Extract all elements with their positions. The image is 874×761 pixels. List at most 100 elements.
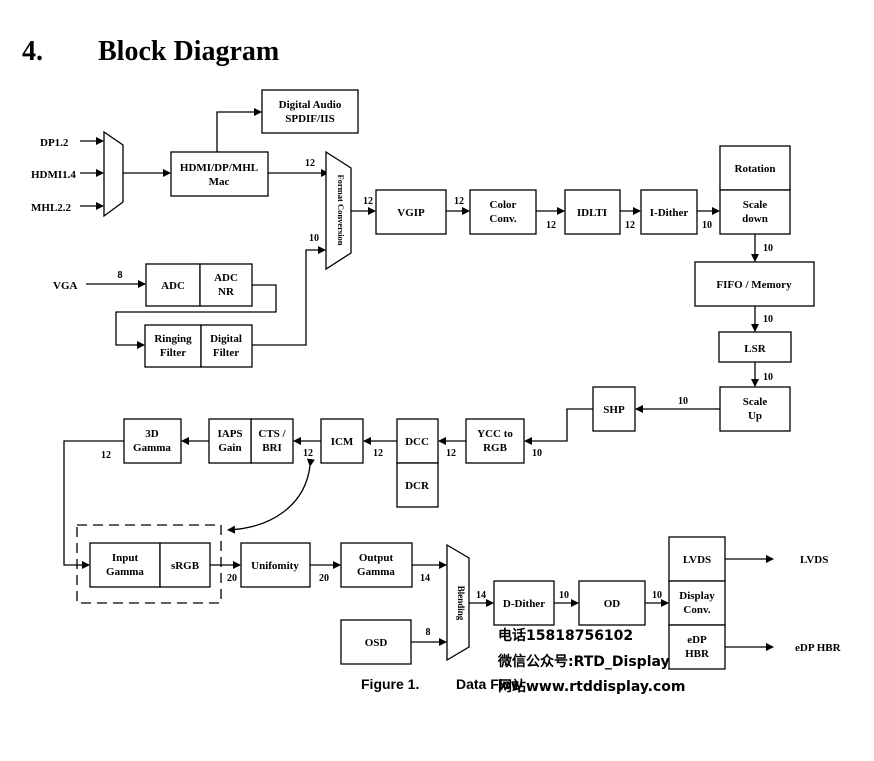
svg-text:Digital Audio: Digital Audio [279,99,342,111]
svg-text:10: 10 [763,243,773,254]
gamma-dashed-group [76,524,222,604]
svg-text:10: 10 [559,590,569,601]
rotation-block [719,145,791,191]
svg-text:BRI: BRI [262,442,282,454]
osd-block [340,619,412,665]
svg-text:Conv.: Conv. [489,213,516,225]
svg-text:HDMI/DP/MHL: HDMI/DP/MHL [180,162,258,174]
svg-text:Conv.: Conv. [683,604,710,616]
format-conversion-block [325,150,352,271]
input-dp-label: DP1.2 [40,137,69,149]
svg-text:Gamma: Gamma [357,566,395,578]
scale-down-block [719,189,791,235]
watermark-phone: 电话15818756102 [498,627,633,644]
watermark-site: 网站www.rtddisplay.com [498,678,686,695]
svg-text:eDP: eDP [687,634,707,646]
svg-text:10: 10 [652,590,662,601]
srgb-block [159,542,211,588]
svg-text:ADC: ADC [214,272,238,284]
svg-text:12: 12 [101,450,111,461]
input-hdmi-label: HDMI1.4 [31,169,76,181]
svg-text:ICM: ICM [331,436,354,448]
svg-text:10: 10 [309,233,319,244]
svg-text:8: 8 [426,627,431,638]
ringing-filter-block [144,324,202,368]
svg-text:IDLTI: IDLTI [577,207,607,219]
svg-text:20: 20 [227,573,237,584]
input-vga-label: VGA [53,280,78,292]
svg-text:SHP: SHP [603,404,625,416]
icm-block [320,418,364,464]
lvds-block [668,536,726,582]
svg-text:12: 12 [305,158,315,169]
svg-text:D-Dither: D-Dither [503,598,545,610]
page-title: Block Diagram [98,36,279,67]
output-lvds-label: LVDS [800,554,828,566]
svg-text:DCR: DCR [405,480,430,492]
svg-text:Format Conversion: Format Conversion [336,174,346,245]
svg-text:YCC to: YCC to [477,428,513,440]
input-gamma-block [89,542,161,588]
svg-text:DCC: DCC [405,436,429,448]
svg-text:Color: Color [490,199,517,211]
svg-text:VGIP: VGIP [397,207,425,219]
svg-text:10: 10 [763,372,773,383]
svg-text:12: 12 [625,220,635,231]
svg-text:Mac: Mac [209,176,230,188]
svg-text:Display: Display [679,590,715,602]
svg-text:10: 10 [702,220,712,231]
svg-text:Gamma: Gamma [106,566,144,578]
figure-caption-title: Data Flow [456,676,522,692]
display-conv-block [668,580,726,626]
edp-hbr-block [668,624,726,670]
color-conv-block [469,189,537,235]
svg-text:Output: Output [359,552,394,564]
dcc-block [396,418,439,464]
svg-text:10: 10 [678,396,688,407]
fifo-memory-block [694,261,815,307]
section-number: 4. [22,36,43,67]
i-dither-block [640,189,698,235]
svg-text:12: 12 [373,448,383,459]
od-block [578,580,646,626]
watermark-wechat: 微信公众号:RTD_Display [497,653,670,670]
lsr-block [718,331,792,363]
digital-filter-block [200,324,253,368]
blending-block [446,543,470,662]
shp-block [592,386,636,432]
uniformity-block [240,542,311,588]
svg-text:Unifomity: Unifomity [251,560,299,572]
svg-text:ADC: ADC [161,280,185,292]
cts-bri-block [250,418,294,464]
digital-audio-block [261,89,359,134]
svg-text:Filter: Filter [160,347,186,359]
input-mux [103,130,124,218]
svg-text:20: 20 [319,573,329,584]
svg-text:sRGB: sRGB [171,560,200,572]
3d-gamma-block [123,418,182,464]
svg-text:Gamma: Gamma [133,442,171,454]
svg-text:10: 10 [532,448,542,459]
svg-text:FIFO / Memory: FIFO / Memory [716,279,792,291]
svg-text:Ringing: Ringing [154,333,192,345]
svg-text:Filter: Filter [213,347,239,359]
svg-text:SPDIF/IIS: SPDIF/IIS [285,113,335,125]
svg-text:Digital: Digital [210,333,242,345]
svg-text:OSD: OSD [365,637,388,649]
svg-text:CTS /: CTS / [258,428,286,440]
svg-text:14: 14 [420,573,430,584]
adc-nr-block [199,263,253,307]
dcr-block [396,462,439,508]
svg-text:Blending: Blending [456,586,466,621]
svg-text:3D: 3D [145,428,159,440]
svg-text:12: 12 [446,448,456,459]
idlti-block [564,189,621,235]
iaps-gain-block [208,418,252,464]
ycc-to-rgb-block [465,418,525,464]
svg-text:OD: OD [604,598,621,610]
svg-text:Gain: Gain [218,442,241,454]
svg-text:12: 12 [454,196,464,207]
vgip-block [375,189,447,235]
output-edp-label: eDP HBR [795,642,842,654]
